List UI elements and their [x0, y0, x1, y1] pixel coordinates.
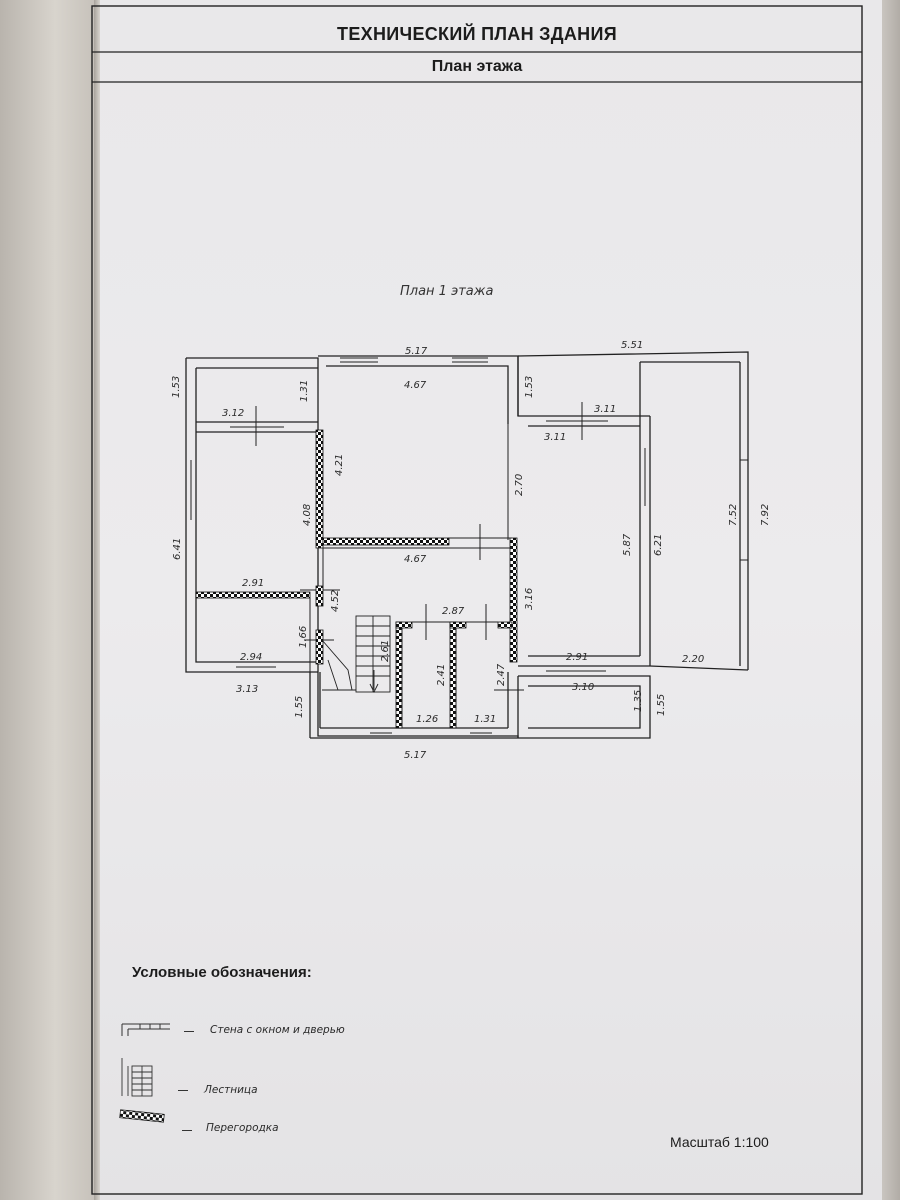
plan-caption: План 1 этажа: [400, 284, 494, 299]
dim-467-top: 4.67: [404, 380, 427, 391]
dim-155-left: 1.55: [294, 696, 305, 718]
dim-467-mid: 4.67: [404, 554, 427, 565]
dim-310: 3.10: [572, 682, 594, 693]
dim-166: 1.66: [298, 626, 309, 648]
dim-621: 6.21: [653, 534, 664, 556]
dim-316: 3.16: [524, 588, 535, 610]
dim-270: 2.70: [514, 474, 525, 496]
dim-220: 2.20: [682, 654, 704, 665]
document-page: [100, 0, 882, 1200]
legend-dash-3: [182, 1130, 192, 1131]
dim-752: 7.52: [728, 504, 739, 526]
dim-153-mid: 1.53: [524, 376, 535, 398]
dim-421: 4.21: [334, 454, 345, 476]
legend-dash-2: [178, 1090, 188, 1091]
page-stack-edge: [882, 0, 900, 1200]
document-subtitle: План этажа: [431, 58, 523, 75]
book-spine: [0, 0, 100, 1200]
dim-312: 3.12: [222, 408, 244, 419]
dimension-labels: 5.17 5.51 1.53 1.31 3.12 4.67 1.53 3.11 …: [171, 340, 771, 761]
dim-641: 6.41: [172, 538, 183, 560]
dim-153-left: 1.53: [171, 376, 182, 398]
dim-261: 2.61: [380, 640, 391, 662]
dim-311-b: 3.11: [544, 432, 566, 443]
dim-131-left: 1.31: [299, 380, 310, 402]
legend-title: Условные обозначения:: [132, 964, 312, 981]
legend-item-partition: Перегородка: [206, 1122, 279, 1134]
dim-551: 5.51: [621, 340, 643, 351]
legend-item-wall: Стена с окном и дверью: [210, 1024, 345, 1036]
dim-287: 2.87: [442, 606, 465, 617]
dim-294: 2.94: [240, 652, 262, 663]
scale-label: Масштаб 1:100: [670, 1134, 769, 1150]
dim-517-bottom: 5.17: [404, 750, 427, 761]
dim-408: 4.08: [302, 504, 313, 526]
legend-dash-1: [184, 1031, 194, 1032]
dim-517-top: 5.17: [405, 346, 428, 357]
dim-131-bottom: 1.31: [474, 714, 496, 725]
dim-587: 5.87: [622, 533, 633, 556]
windows: [185, 357, 748, 739]
dim-311-a: 3.11: [594, 404, 616, 415]
interior-lines: [309, 424, 512, 728]
partitions: [195, 429, 518, 729]
dim-452: 4.52: [330, 590, 341, 612]
dim-313: 3.13: [236, 684, 258, 695]
dim-247: 2.47: [496, 663, 507, 686]
stairs: [321, 615, 391, 694]
document-title: ТЕХНИЧЕСКИЙ ПЛАН ЗДАНИЯ: [337, 24, 617, 44]
dim-135: 1.35: [633, 690, 644, 712]
dim-126: 1.26: [416, 714, 438, 725]
dim-291-left: 2.91: [242, 578, 264, 589]
book-gutter: [94, 0, 102, 1200]
dim-792: 7.92: [760, 504, 771, 526]
dim-291-right: 2.91: [566, 652, 588, 663]
legend-item-stairs: Лестница: [204, 1084, 258, 1096]
dim-155-right: 1.55: [656, 694, 667, 716]
dim-241: 2.41: [436, 664, 447, 686]
